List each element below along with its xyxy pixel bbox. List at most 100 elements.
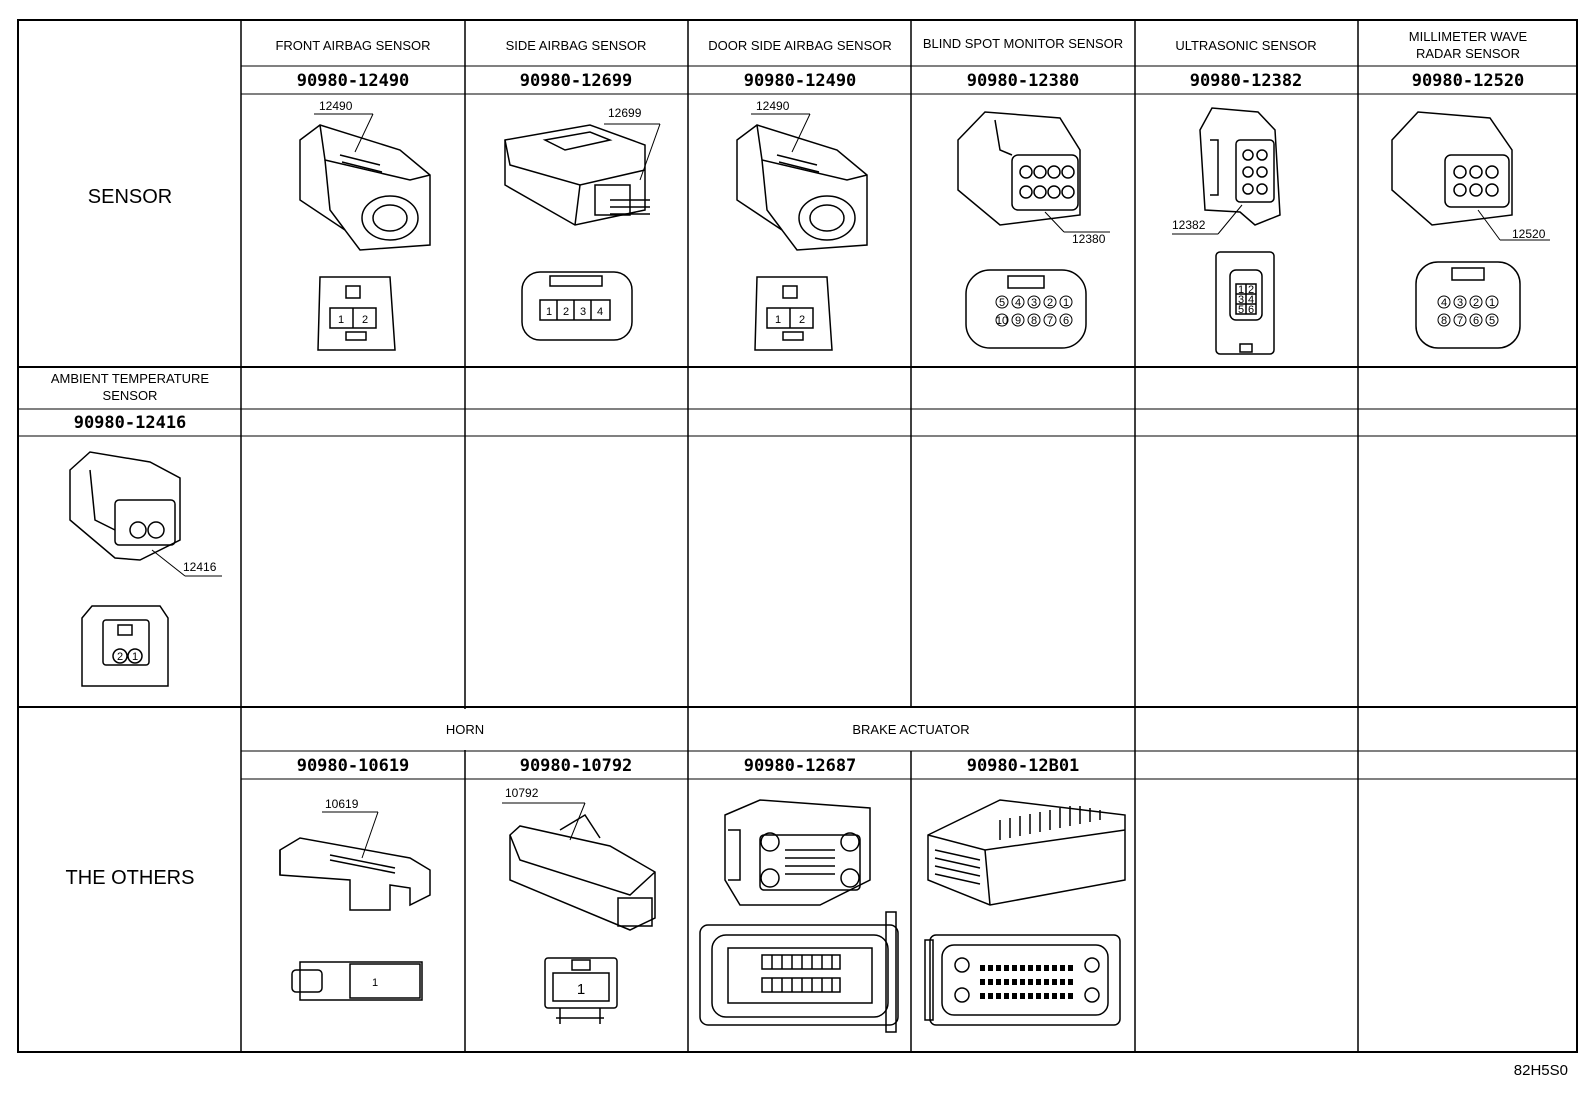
pin-label: 6 bbox=[1063, 315, 1069, 327]
door-airbag-pinout bbox=[754, 276, 833, 351]
pin-label: 3 bbox=[580, 306, 586, 318]
ultrasonic-pinout bbox=[1215, 251, 1275, 355]
part-number: 90980-12699 bbox=[520, 71, 633, 91]
pin-label: 5 bbox=[999, 297, 1005, 309]
pin-label: 1 bbox=[1238, 284, 1244, 296]
others-label: THE OTHERS bbox=[66, 867, 195, 889]
part-number: 90980-12520 bbox=[1412, 71, 1525, 91]
part-number: 90980-10619 bbox=[297, 756, 410, 776]
pin-label: 2 bbox=[563, 306, 569, 318]
part-number: 90980-12B01 bbox=[967, 756, 1080, 776]
door-airbag-connector-drawing bbox=[736, 113, 868, 251]
col-title-front-airbag: FRONT AIRBAG SENSOR bbox=[275, 38, 430, 53]
callout-label: 12382 bbox=[1172, 218, 1206, 232]
callout-label: 10792 bbox=[505, 786, 539, 800]
part-number: 90980-12490 bbox=[297, 71, 410, 91]
part-number: 90980-12490 bbox=[744, 71, 857, 91]
pin-label: 2 bbox=[1047, 297, 1053, 309]
pin-label: 1 bbox=[338, 314, 344, 326]
blind-spot-pinout bbox=[965, 269, 1087, 349]
pin-label: 1 bbox=[132, 651, 138, 663]
grid-lines bbox=[17, 19, 1578, 1053]
part-number: 90980-12416 bbox=[74, 413, 187, 433]
callout-label: 12490 bbox=[756, 99, 790, 113]
pin-label: 1 bbox=[372, 977, 378, 989]
pin-label: 7 bbox=[1047, 315, 1053, 327]
part-number: 90980-10792 bbox=[520, 756, 633, 776]
part-number: 90980-12380 bbox=[967, 71, 1080, 91]
brake-12b01-connector-drawing bbox=[927, 799, 1126, 906]
pin-label: 6 bbox=[1248, 304, 1254, 316]
pin-label: 3 bbox=[1457, 297, 1463, 309]
pin-label: 2 bbox=[799, 314, 805, 326]
pin-label: 7 bbox=[1457, 315, 1463, 327]
callout-label: 12416 bbox=[183, 560, 217, 574]
mmwave-connector-drawing bbox=[1391, 111, 1550, 241]
pin-label: 5 bbox=[1489, 315, 1495, 327]
pin-label: 1 bbox=[546, 306, 552, 318]
ambient-connector-drawing bbox=[69, 451, 222, 577]
col-title-mmwave-1: MILLIMETER WAVE bbox=[1409, 29, 1528, 44]
sensor-label: SENSOR bbox=[88, 186, 172, 208]
brake-12687-connector-drawing bbox=[724, 799, 871, 906]
part-number: 90980-12382 bbox=[1190, 71, 1303, 91]
callout-label: 12699 bbox=[608, 106, 642, 120]
horn-10619-connector-drawing bbox=[279, 811, 431, 911]
ambient-pinout bbox=[81, 605, 169, 687]
pin-label: 8 bbox=[1031, 315, 1037, 327]
mmwave-pinout bbox=[1415, 261, 1521, 349]
mmwave-pins: 4 3 2 1 8 7 6 5 bbox=[1437, 295, 1499, 327]
col-title-side-airbag: SIDE AIRBAG SENSOR bbox=[506, 38, 647, 53]
brake-12b01-pinout bbox=[924, 934, 1121, 1026]
pin-label: 4 bbox=[597, 306, 603, 318]
pin-label: 2 bbox=[1473, 297, 1479, 309]
pin-label: 4 bbox=[1248, 294, 1254, 306]
pin-label: 2 bbox=[1248, 284, 1254, 296]
pin-label: 6 bbox=[1473, 315, 1479, 327]
pin-label: 3 bbox=[1031, 297, 1037, 309]
col-title-door-side-airbag: DOOR SIDE AIRBAG SENSOR bbox=[708, 38, 892, 53]
group-title-brake-actuator: BRAKE ACTUATOR bbox=[852, 722, 969, 737]
callout-label: 10619 bbox=[325, 797, 359, 811]
pin-label: 2 bbox=[362, 314, 368, 326]
horn-10792-connector-drawing bbox=[502, 802, 656, 931]
front-airbag-pinout bbox=[317, 276, 396, 351]
horn-merge bbox=[462, 709, 468, 750]
ultrasonic-connector-drawing bbox=[1172, 107, 1281, 235]
pin-label: 2 bbox=[117, 651, 123, 663]
group-title-horn: HORN bbox=[446, 722, 484, 737]
pin-label: 10 bbox=[996, 315, 1008, 327]
pin-label: 1 bbox=[1489, 297, 1495, 309]
pin-label: 1 bbox=[577, 981, 585, 998]
side-airbag-pinout bbox=[521, 271, 633, 341]
pin-label: 3 bbox=[1238, 294, 1244, 306]
side-airbag-connector-drawing bbox=[504, 123, 661, 226]
brake-12687-pinout bbox=[699, 911, 899, 1033]
col-title-blind-spot: BLIND SPOT MONITOR SENSOR bbox=[923, 36, 1123, 51]
horn-10792-pinout bbox=[544, 957, 618, 1024]
ambient-title-2: SENSOR bbox=[103, 388, 158, 403]
callout-label: 12520 bbox=[1512, 227, 1546, 241]
callout-label: 12380 bbox=[1072, 232, 1106, 246]
pin-label: 4 bbox=[1015, 297, 1021, 309]
blind-spot-pins: 5 4 3 2 1 10 9 8 7 6 bbox=[995, 295, 1073, 327]
pin-label: 9 bbox=[1015, 315, 1021, 327]
blind-spot-connector-drawing bbox=[957, 111, 1110, 233]
part-number: 90980-12687 bbox=[744, 756, 857, 776]
ambient-title-1: AMBIENT TEMPERATURE bbox=[51, 371, 210, 386]
sensor-part-numbers: 90980-12490 90980-12699 90980-12490 9098… bbox=[297, 71, 1525, 91]
pin-label: 4 bbox=[1441, 297, 1447, 309]
pin-label: 1 bbox=[775, 314, 781, 326]
horn-10619-pinout bbox=[291, 961, 423, 1001]
pin-label: 1 bbox=[1063, 297, 1069, 309]
brake-merge bbox=[908, 709, 914, 750]
col-title-ultrasonic: ULTRASONIC SENSOR bbox=[1175, 38, 1316, 53]
pin-label: 5 bbox=[1238, 304, 1244, 316]
col-title-mmwave-2: RADAR SENSOR bbox=[1416, 46, 1520, 61]
sensor-headers: FRONT AIRBAG SENSOR SIDE AIRBAG SENSOR D… bbox=[275, 29, 1527, 61]
callout-label: 12490 bbox=[319, 99, 353, 113]
pin-label: 8 bbox=[1441, 315, 1447, 327]
front-airbag-connector-drawing bbox=[299, 113, 431, 251]
figure-code: 82H5S0 bbox=[1514, 1062, 1568, 1079]
